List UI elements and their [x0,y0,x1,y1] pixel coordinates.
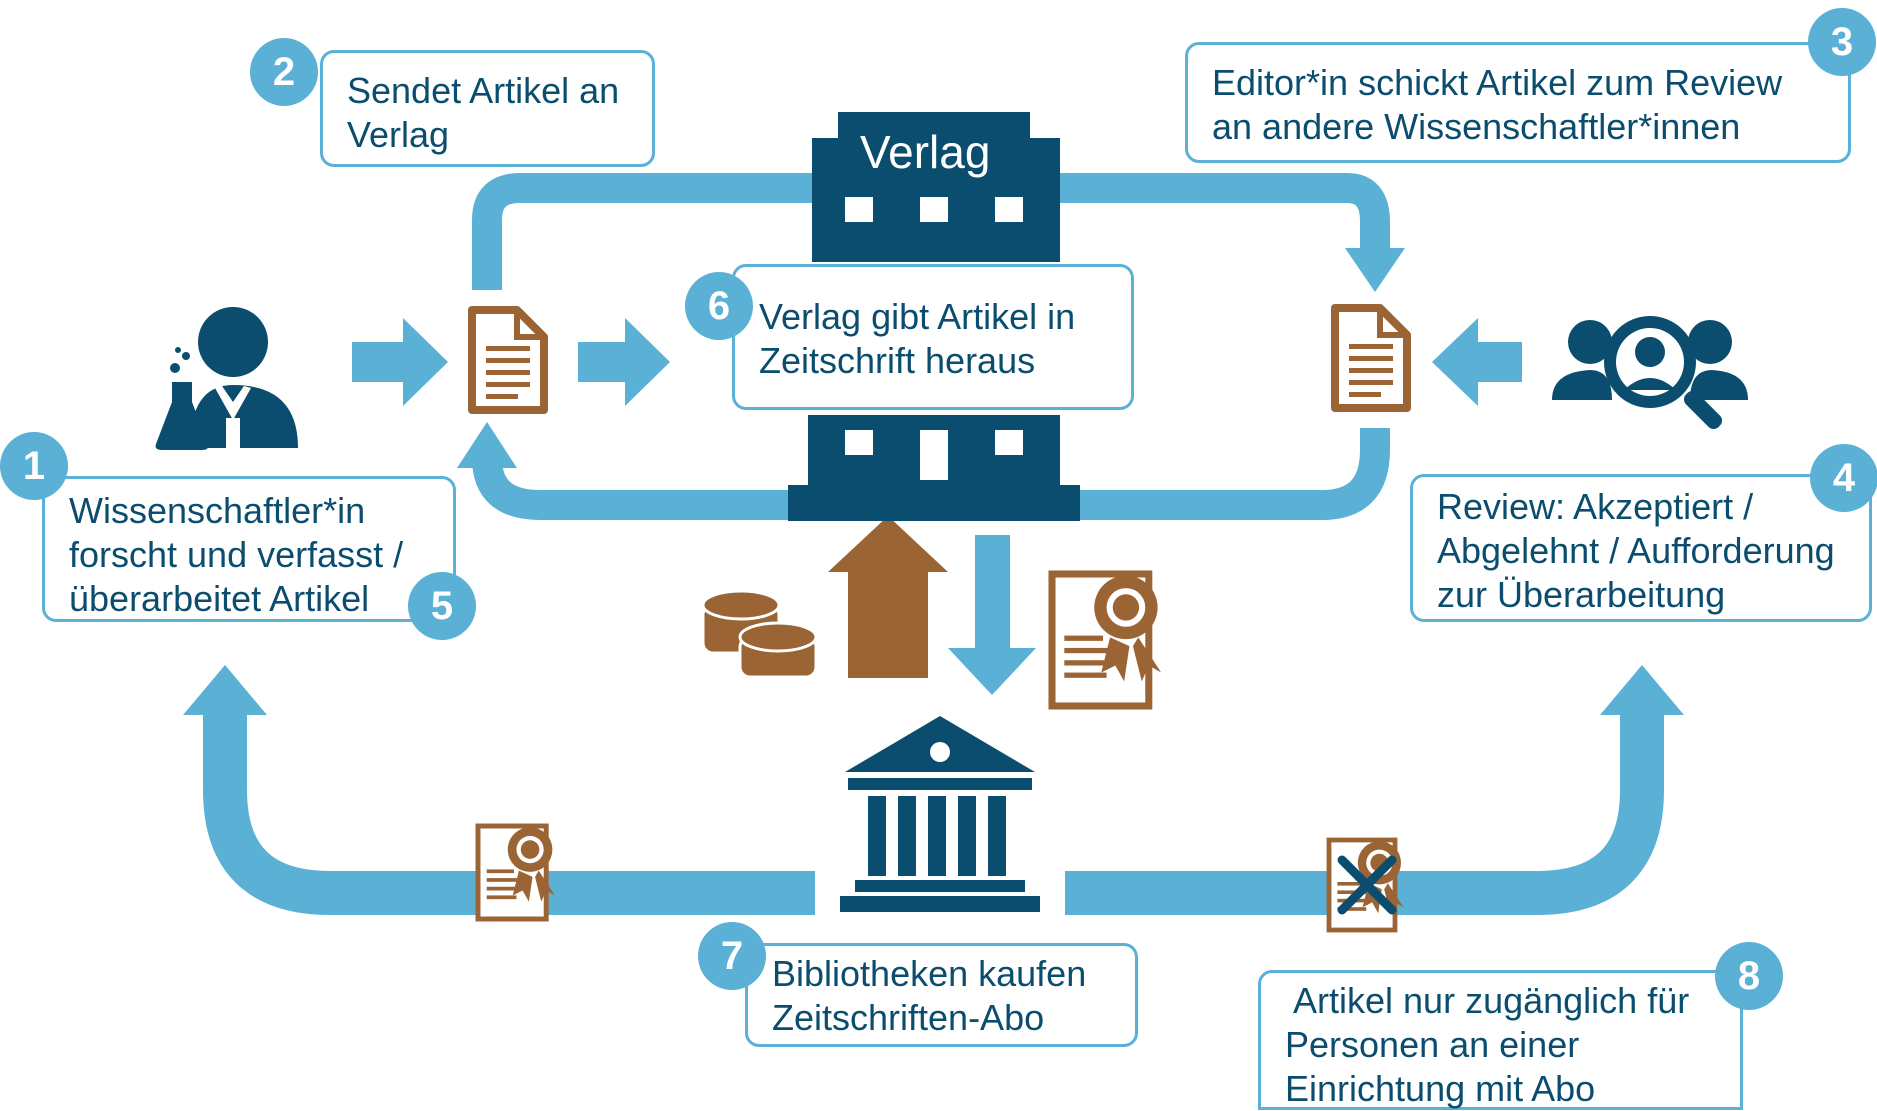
delivery-arrow-down [948,535,1036,695]
step-6-box: Verlag gibt Artikel in Zeitschrift herau… [732,264,1134,410]
certificate-icon [1052,574,1161,706]
step-7-line-2: Zeitschriften-Abo [772,997,1045,1038]
step-5-badge: 5 [408,572,476,640]
step-3-box: Editor*in schickt Artikel zum Review an … [1185,42,1851,163]
step-4-box: Review: Akzeptiert / Abgelehnt / Aufford… [1410,474,1872,622]
step-8-line-2: Personen an einer [1285,1024,1580,1065]
document-icon [1335,308,1407,408]
coins-icon [701,589,818,679]
step-4-line-3: zur Überarbeitung [1437,574,1726,615]
arrow-reviewers-to-document [1432,318,1522,406]
step-7-box: Bibliotheken kaufen Zeitschriften-Abo [745,943,1138,1047]
step-8-box: Artikel nur zugänglich für Personen an e… [1258,970,1743,1110]
step-2-box: Sendet Artikel an Verlag [320,50,655,167]
document-icon [472,310,544,410]
arrow-scientist-to-document [352,318,448,406]
step-3-badge: 3 [1808,8,1876,76]
step-3-line-1: Editor*in schickt Artikel zum Review [1212,62,1783,103]
step-7-line-1: Bibliotheken kaufen [772,953,1087,994]
step-1-line-3: überarbeitet Artikel [69,578,370,619]
certificate-crossed-icon [1329,840,1403,930]
library-icon [840,716,1040,912]
payment-arrow-up [828,516,948,678]
step-7-badge: 7 [698,922,766,990]
arrow-document-to-publisher [578,318,670,406]
arrowhead-up-document [457,422,517,468]
step-6-badge: 6 [685,272,753,340]
arrowhead-down-review [1345,248,1405,292]
step-6-line-1: Verlag gibt Artikel in [759,296,1076,337]
arrowhead-up-scientist [183,665,267,715]
publisher-building-icon [788,112,1080,521]
publisher-label: Verlag [860,126,990,178]
step-4-line-2: Abgelehnt / Aufforderung [1437,530,1835,571]
step-1-box: Wissenschaftler*in forscht und verfasst … [42,476,456,622]
step-8-line-1: Artikel nur zugänglich für [1285,980,1690,1021]
step-1-badge: 1 [0,432,68,500]
step-2-line-2: Verlag [347,114,450,155]
step-1-line-1: Wissenschaftler*in [69,490,366,531]
step-2-line-1: Sendet Artikel an [347,70,620,111]
step-4-line-1: Review: Akzeptiert / [1437,486,1754,527]
step-3-line-2: an andere Wissenschaftler*innen [1212,106,1741,147]
step-4-badge: 4 [1810,444,1877,512]
step-8-line-3: Einrichtung mit Abo [1285,1068,1596,1109]
step-6-line-2: Zeitschrift heraus [759,340,1036,381]
scientist-icon [155,307,298,450]
reviewers-icon [1552,316,1748,430]
step-1-line-2: forscht und verfasst / [69,534,404,575]
arrowhead-up-review [1600,665,1684,715]
step-8-badge: 8 [1715,942,1783,1010]
bottom-loop-arrow [203,712,1664,915]
certificate-icon [478,826,555,919]
step-2-badge: 2 [250,38,318,106]
